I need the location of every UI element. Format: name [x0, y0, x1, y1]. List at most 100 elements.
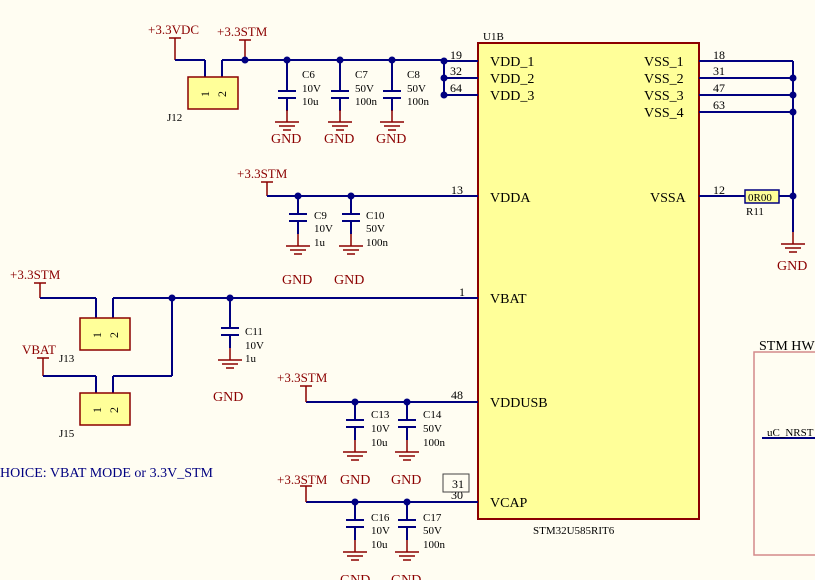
r11-ref: R11: [746, 206, 764, 218]
pin-name-vss1: VSS_1: [644, 55, 684, 70]
j15-pin1: 1: [90, 407, 104, 413]
pin-name-vbat: VBAT: [490, 292, 527, 307]
c6-value: 10u: [302, 96, 319, 108]
c9-ref: C9: [314, 210, 327, 222]
pin-name-vcap: VCAP: [490, 496, 528, 511]
c8-ref: C8: [407, 69, 420, 81]
resistor-r11[interactable]: [744, 189, 780, 204]
c11-volt: 10V: [245, 340, 264, 352]
power-label-stm-top: +3.3STM: [217, 24, 268, 39]
pin-num-vbat: 1: [459, 285, 465, 299]
j13-pin1: 1: [90, 332, 104, 338]
c10-value: 100n: [366, 237, 389, 249]
c10-volt: 50V: [366, 223, 385, 235]
vbat-choice-note: HOICE: VBAT MODE or 3.3V_STM: [0, 466, 214, 481]
gnd-symbol-right: [780, 231, 806, 253]
c16-gnd-label: GND: [340, 573, 370, 580]
r11-value: 0R00: [748, 192, 772, 204]
ic-ref-label: U1B: [483, 31, 504, 43]
pin-num-vssa: 12: [713, 183, 725, 197]
c16-ref: C16: [371, 512, 390, 524]
c17-value: 100n: [423, 539, 446, 551]
j13-ref: J13: [59, 353, 75, 365]
c13-volt: 10V: [371, 423, 390, 435]
nrst-net-label: uC_NRST: [767, 427, 814, 439]
c14-gnd-label: GND: [391, 473, 421, 488]
pin-name-vdd3: VDD_3: [490, 89, 534, 104]
c11-ref: C11: [245, 326, 263, 338]
jumper-j12[interactable]: [187, 76, 239, 110]
pin-num-vss3: 47: [713, 81, 725, 95]
power-label-stm-usb: +3.3STM: [277, 370, 328, 385]
jumper-j13[interactable]: [79, 317, 131, 351]
c11-gnd-label: GND: [213, 390, 243, 405]
c14-value: 100n: [423, 437, 446, 449]
c7-gnd-label: GND: [324, 132, 354, 147]
c9-volt: 10V: [314, 223, 333, 235]
pin-name-vss3: VSS_3: [644, 89, 684, 104]
j13-pin2: 2: [107, 332, 121, 338]
capacitor-c7[interactable]: [327, 60, 353, 131]
vcap-tag-number: 31: [452, 477, 464, 491]
stm-hw-sheet-block[interactable]: [753, 351, 815, 556]
j15-pin2: 2: [107, 407, 121, 413]
capacitor-c17[interactable]: [394, 501, 420, 561]
capacitor-c14[interactable]: [394, 401, 420, 461]
capacitor-c13[interactable]: [342, 401, 368, 461]
c7-ref: C7: [355, 69, 368, 81]
c6-gnd-label: GND: [271, 132, 301, 147]
c17-ref: C17: [423, 512, 442, 524]
pin-name-vdd1: VDD_1: [490, 55, 534, 70]
power-label-stm-vdda: +3.3STM: [237, 166, 288, 181]
capacitor-c10[interactable]: [338, 195, 364, 255]
pin-num-vss2: 31: [713, 64, 725, 78]
c8-value: 100n: [407, 96, 430, 108]
c17-volt: 50V: [423, 525, 442, 537]
c14-volt: 50V: [423, 423, 442, 435]
ic-part-label: STM32U585RIT6: [533, 525, 615, 537]
ic-body[interactable]: [477, 42, 700, 520]
pin-name-vss2: VSS_2: [644, 72, 684, 87]
pin-num-vdd3: 64: [450, 81, 462, 95]
c17-gnd-label: GND: [391, 573, 421, 580]
right-junctions: [789, 74, 797, 200]
c9-gnd-label: GND: [282, 273, 312, 288]
c13-gnd-label: GND: [340, 473, 370, 488]
c7-volt: 50V: [355, 83, 374, 95]
capacitor-c8[interactable]: [379, 60, 405, 131]
right-pin-stubs: [699, 60, 794, 232]
pin-name-vddusb: VDDUSB: [490, 396, 548, 411]
stm-hw-sheet-title: STM HW: [759, 339, 815, 354]
power-label-stm-vbat: +3.3STM: [10, 267, 61, 282]
pin-name-vssa: VSSA: [650, 191, 687, 206]
c8-volt: 50V: [407, 83, 426, 95]
capacitor-c11[interactable]: [217, 298, 243, 369]
pin-num-vdd2: 32: [450, 64, 462, 78]
j12-pin1: 1: [198, 91, 212, 97]
power-label-vdc: +3.3VDC: [148, 22, 199, 37]
c11-value: 1u: [245, 353, 257, 365]
pin-num-vss1: 18: [713, 48, 725, 62]
jumper-j15[interactable]: [79, 392, 131, 426]
c10-gnd-label: GND: [334, 273, 364, 288]
c8-gnd-label: GND: [376, 132, 406, 147]
j15-ref: J15: [59, 428, 75, 440]
c13-value: 10u: [371, 437, 388, 449]
c10-ref: C10: [366, 210, 385, 222]
c14-ref: C14: [423, 409, 442, 421]
pin-num-vddusb: 48: [451, 388, 463, 402]
j12-ref: J12: [167, 112, 182, 124]
pin-name-vdda: VDDA: [490, 191, 531, 206]
c9-value: 1u: [314, 237, 326, 249]
pin-name-vss4: VSS_4: [644, 106, 684, 121]
capacitor-c6[interactable]: [274, 60, 300, 131]
capacitor-c9[interactable]: [285, 195, 311, 255]
vcap-pin-tag[interactable]: [442, 473, 470, 493]
pin-num-vdda: 13: [451, 183, 463, 197]
pin-name-vdd2: VDD_2: [490, 72, 534, 87]
capacitor-c16[interactable]: [342, 501, 368, 561]
power-label-stm-vcap: +3.3STM: [277, 472, 328, 487]
j12-pin2: 2: [215, 91, 229, 97]
c16-value: 10u: [371, 539, 388, 551]
power-label-vbat: VBAT: [22, 342, 56, 357]
